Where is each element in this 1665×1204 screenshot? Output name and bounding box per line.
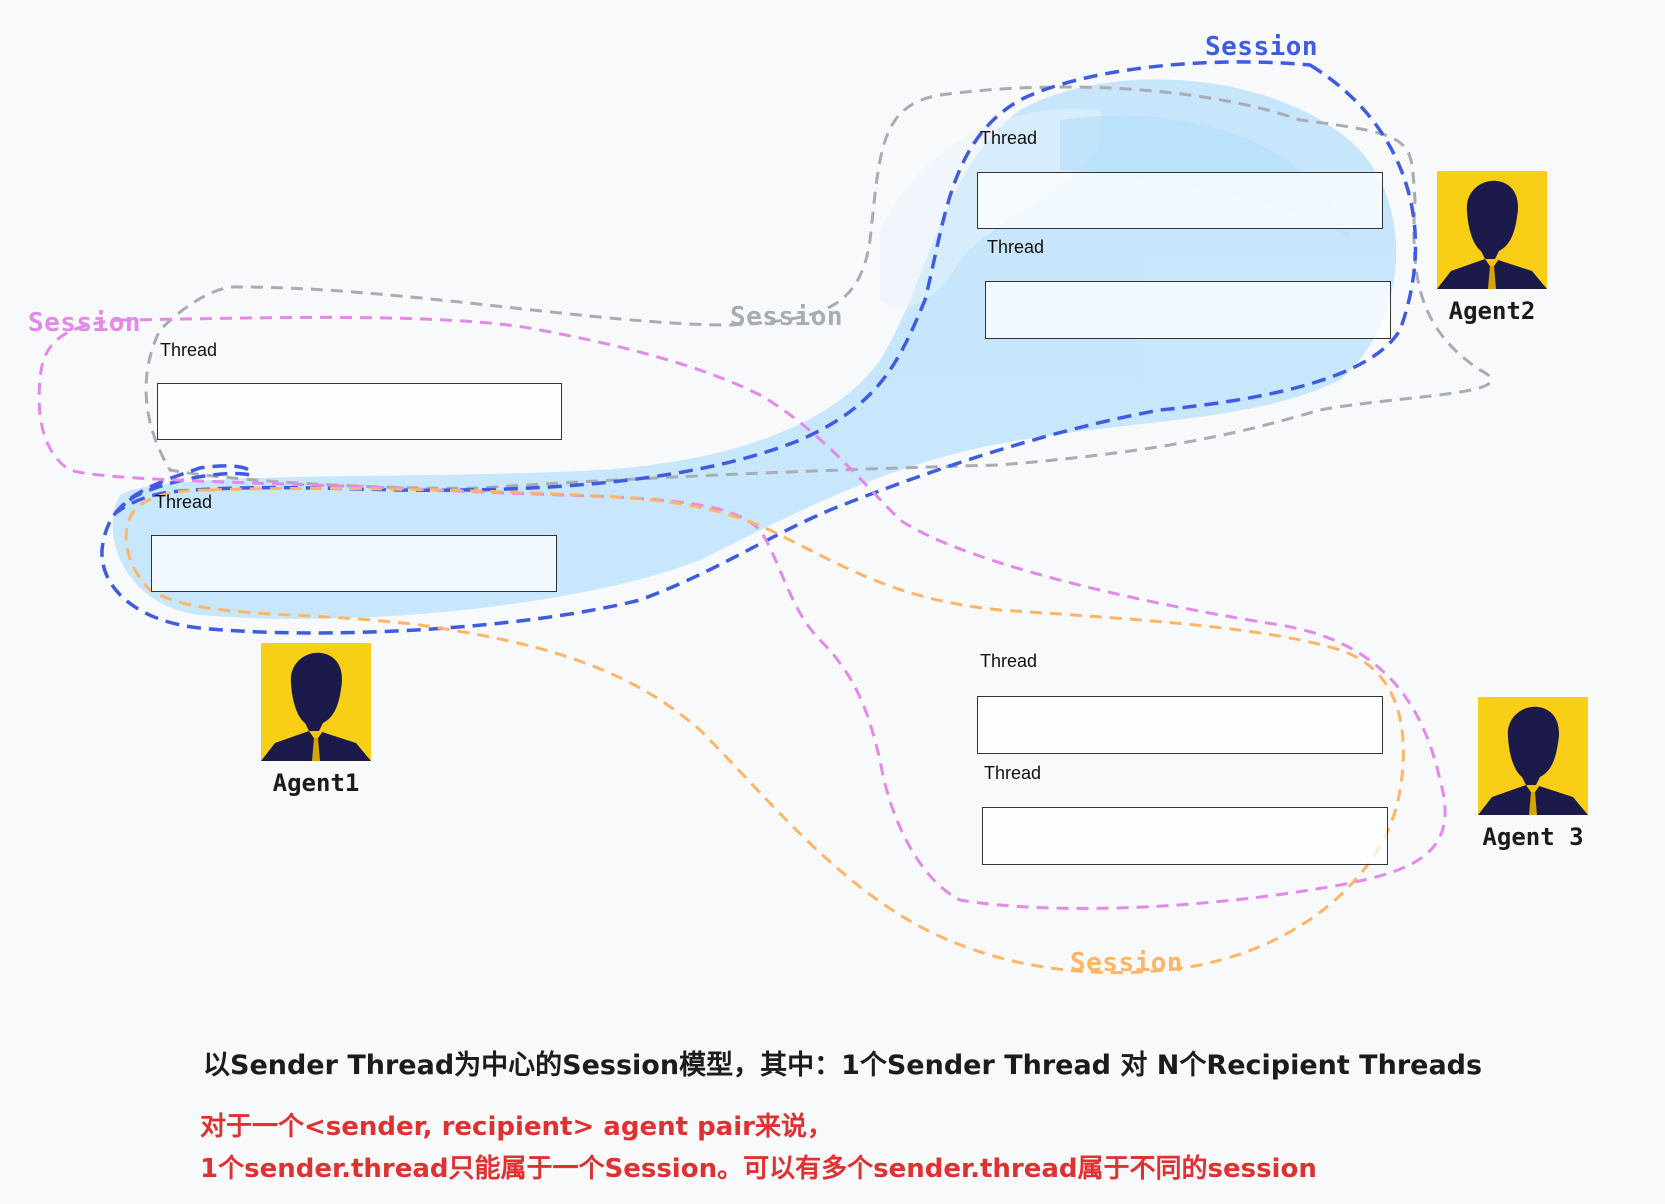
session-pink-outline (37, 315, 1447, 910)
session-grey-label: Session (730, 302, 844, 332)
note-caption-line2: 1个sender.thread只能属于一个Session。可以有多个sender… (200, 1154, 1317, 1184)
thread-box[interactable] (977, 696, 1383, 754)
session-blue-label: Session (1205, 32, 1319, 62)
thread-box[interactable] (985, 281, 1391, 339)
session-orange-label: Session (1070, 948, 1184, 978)
note-caption-line1: 对于一个<sender, recipient> agent pair来说， (200, 1112, 833, 1142)
thread-box[interactable] (151, 535, 557, 592)
person-silhouette-icon (261, 643, 371, 761)
person-silhouette-icon (1478, 697, 1588, 815)
session-orange-outline (124, 486, 1405, 975)
agent-3: Agent 3 (1463, 697, 1603, 851)
agent-name: Agent2 (1448, 297, 1536, 325)
agent-2: Agent2 (1422, 171, 1562, 325)
session-grey-outline (144, 85, 1493, 490)
thread-box[interactable] (977, 172, 1383, 229)
session-blue-outline (100, 60, 1418, 635)
thread-box[interactable] (157, 383, 562, 440)
thread-label: Thread (984, 763, 1042, 783)
main-caption: 以Sender Thread为中心的Session模型，其中：1个Sender … (203, 1050, 1483, 1081)
thread-label: Thread (987, 237, 1045, 257)
agent-name: Agent1 (272, 769, 360, 797)
thread-label: Thread (980, 128, 1038, 148)
person-silhouette-icon (1437, 171, 1547, 289)
agent-1: Agent1 (246, 643, 386, 797)
thread-box[interactable] (982, 807, 1388, 865)
agent-name: Agent 3 (1482, 823, 1584, 851)
thread-label: Thread (980, 651, 1038, 671)
thread-label: Thread (160, 340, 218, 360)
thread-label: Thread (155, 492, 213, 512)
session-pink-label: Session (28, 308, 142, 338)
